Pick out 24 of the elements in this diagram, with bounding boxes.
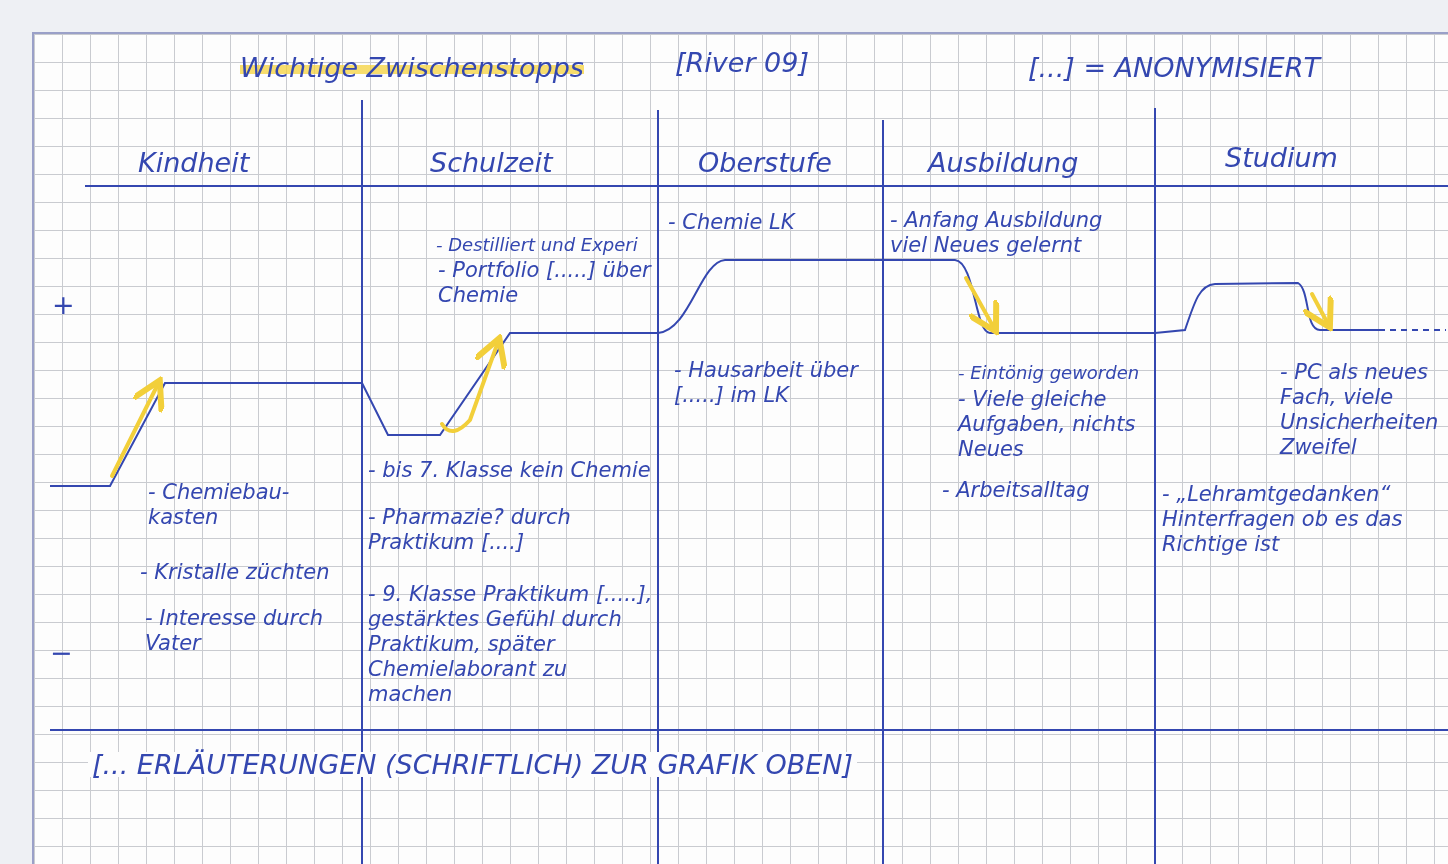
column-heading: Schulzeit xyxy=(430,150,553,175)
note-text: - Destilliert und Experi xyxy=(436,233,638,257)
note-text: - Hausarbeit über [.....] im LK xyxy=(674,358,860,408)
note-text: - bis 7. Klasse kein Chemie xyxy=(368,458,651,483)
note-text: - Viele gleiche Aufgaben, nichts Neues xyxy=(958,387,1137,462)
column-heading: Kindheit xyxy=(138,150,250,175)
column-heading: Oberstufe xyxy=(698,150,832,175)
note-text: - „Lehramtgedanken“ Hinterfragen ob es das Richtige ist xyxy=(1162,482,1404,557)
plus-sign: + xyxy=(52,292,75,317)
code-label: [River 09] xyxy=(675,50,809,75)
note-text: - 9. Klasse Praktikum [.....], gestärktes Gefühl durch Praktikum, später Chemielaborant zu machen xyxy=(368,582,654,707)
note-text: - Eintönig geworden xyxy=(958,361,1140,385)
column-heading: Studium xyxy=(1225,145,1338,170)
note-text: - Arbeitsalltag xyxy=(942,478,1090,503)
note-text: - Anfang Ausbildung viel Neues gelernt xyxy=(890,208,1104,258)
legend-note: [...] = ANONYMISIERT xyxy=(1028,55,1320,80)
note-text: - Chemiebau- kasten xyxy=(148,480,291,530)
note-text: - PC als neues Fach, viele Unsicherheiten Zweifel xyxy=(1280,360,1440,460)
note-text: - Chemie LK xyxy=(668,210,795,235)
note-text: - Kristalle züchten xyxy=(140,560,330,585)
note-text: - Pharmazie? durch Praktikum [....] xyxy=(368,505,572,555)
note-text: - Portfolio [.....] über Chemie xyxy=(438,258,653,308)
note-text: - Interesse durch Vater xyxy=(145,606,325,656)
minus-sign: − xyxy=(50,640,73,665)
